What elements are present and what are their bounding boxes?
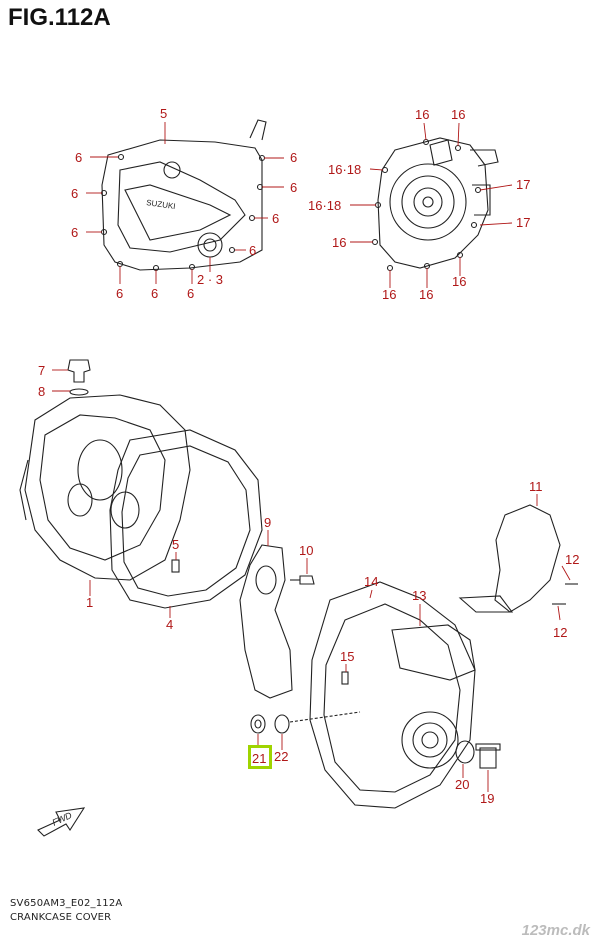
- dowel-pin-15[interactable]: [341, 671, 349, 685]
- o-ring-20[interactable]: [455, 740, 475, 764]
- callout-16-18-b: 16·18: [308, 198, 341, 213]
- fwd-label: FWD: [51, 810, 74, 828]
- assembly-line: [289, 711, 361, 723]
- callout-7: 7: [38, 363, 45, 378]
- callout-6-g: 6: [249, 243, 256, 258]
- cover-guard-11[interactable]: [458, 504, 561, 613]
- callout-labels: 5 6 6 6 6 6 6 2 · 3 6 6 6 6 16 16 16·18 …: [38, 106, 579, 806]
- callout-2-3: 2 · 3: [197, 272, 223, 287]
- crankcase[interactable]: [19, 394, 191, 581]
- diagram-caption: CRANKCASE COVER: [10, 912, 112, 923]
- callout-16-a: 16: [415, 107, 429, 122]
- callout-6-j: 6: [290, 150, 297, 165]
- clutch-cover[interactable]: SUZUKI: [101, 119, 267, 271]
- callout-20: 20: [455, 777, 469, 792]
- plug-19[interactable]: [475, 743, 501, 769]
- clutch-cover-bolts: [100, 153, 266, 272]
- callout-6-h: 6: [272, 211, 279, 226]
- watermark: 123mc.dk: [521, 922, 590, 939]
- clutch-cover-gasket[interactable]: [109, 429, 263, 609]
- callout-6-e: 6: [151, 286, 158, 301]
- callout-22: 22: [274, 749, 288, 764]
- washer-21[interactable]: [250, 714, 266, 734]
- callout-12-b: 12: [553, 625, 567, 640]
- callout-4: 4: [166, 617, 173, 632]
- figure-title: FIG.112A: [8, 4, 111, 31]
- callout-6-b: 6: [71, 186, 78, 201]
- bolt-12[interactable]: [552, 583, 578, 605]
- callout-17-a: 17: [516, 177, 530, 192]
- callout-6-a: 6: [75, 150, 82, 165]
- callout-16-e: 16: [419, 287, 433, 302]
- callout-6-i: 6: [290, 180, 297, 195]
- o-ring-22[interactable]: [274, 714, 290, 734]
- fwd-arrow: FWD: [37, 807, 86, 837]
- callout-8: 8: [38, 384, 45, 399]
- callout-11: 11: [529, 479, 543, 494]
- callout-12-a: 12: [565, 552, 579, 567]
- callout-19: 19: [480, 791, 494, 806]
- callout-6-f: 6: [187, 286, 194, 301]
- oil-filler-cap[interactable]: [67, 359, 91, 383]
- callout-16-c: 16: [332, 235, 346, 250]
- bolt-10[interactable]: [290, 575, 315, 585]
- callout-15: 15: [340, 649, 354, 664]
- callout-5-mid: 5: [172, 537, 179, 552]
- callout-13: 13: [412, 588, 426, 603]
- part-21-highlight: [248, 745, 272, 769]
- dowel-pin-5[interactable]: [171, 559, 180, 573]
- callout-1: 1: [86, 595, 93, 610]
- callout-16-d: 16: [382, 287, 396, 302]
- callout-16-b: 16: [451, 107, 465, 122]
- generator-cover[interactable]: [377, 137, 499, 269]
- callout-10: 10: [299, 543, 313, 558]
- callout-9: 9: [264, 515, 271, 530]
- cover-logo-text: SUZUKI: [146, 198, 176, 211]
- model-code: SV650AM3_E02_112A: [10, 898, 123, 909]
- o-ring-8[interactable]: [69, 388, 89, 396]
- gasket-9[interactable]: [239, 544, 293, 699]
- callout-17-b: 17: [516, 215, 530, 230]
- callout-21: 21: [252, 751, 266, 766]
- callout-16-18-a: 16·18: [328, 162, 361, 177]
- generator-cover-lower[interactable]: [309, 581, 476, 809]
- callout-6-c: 6: [71, 225, 78, 240]
- callout-16-f: 16: [452, 274, 466, 289]
- callout-6-d: 6: [116, 286, 123, 301]
- callout-14: 14: [364, 574, 378, 589]
- leader-lines: [52, 122, 571, 792]
- callout-5-top: 5: [160, 106, 167, 121]
